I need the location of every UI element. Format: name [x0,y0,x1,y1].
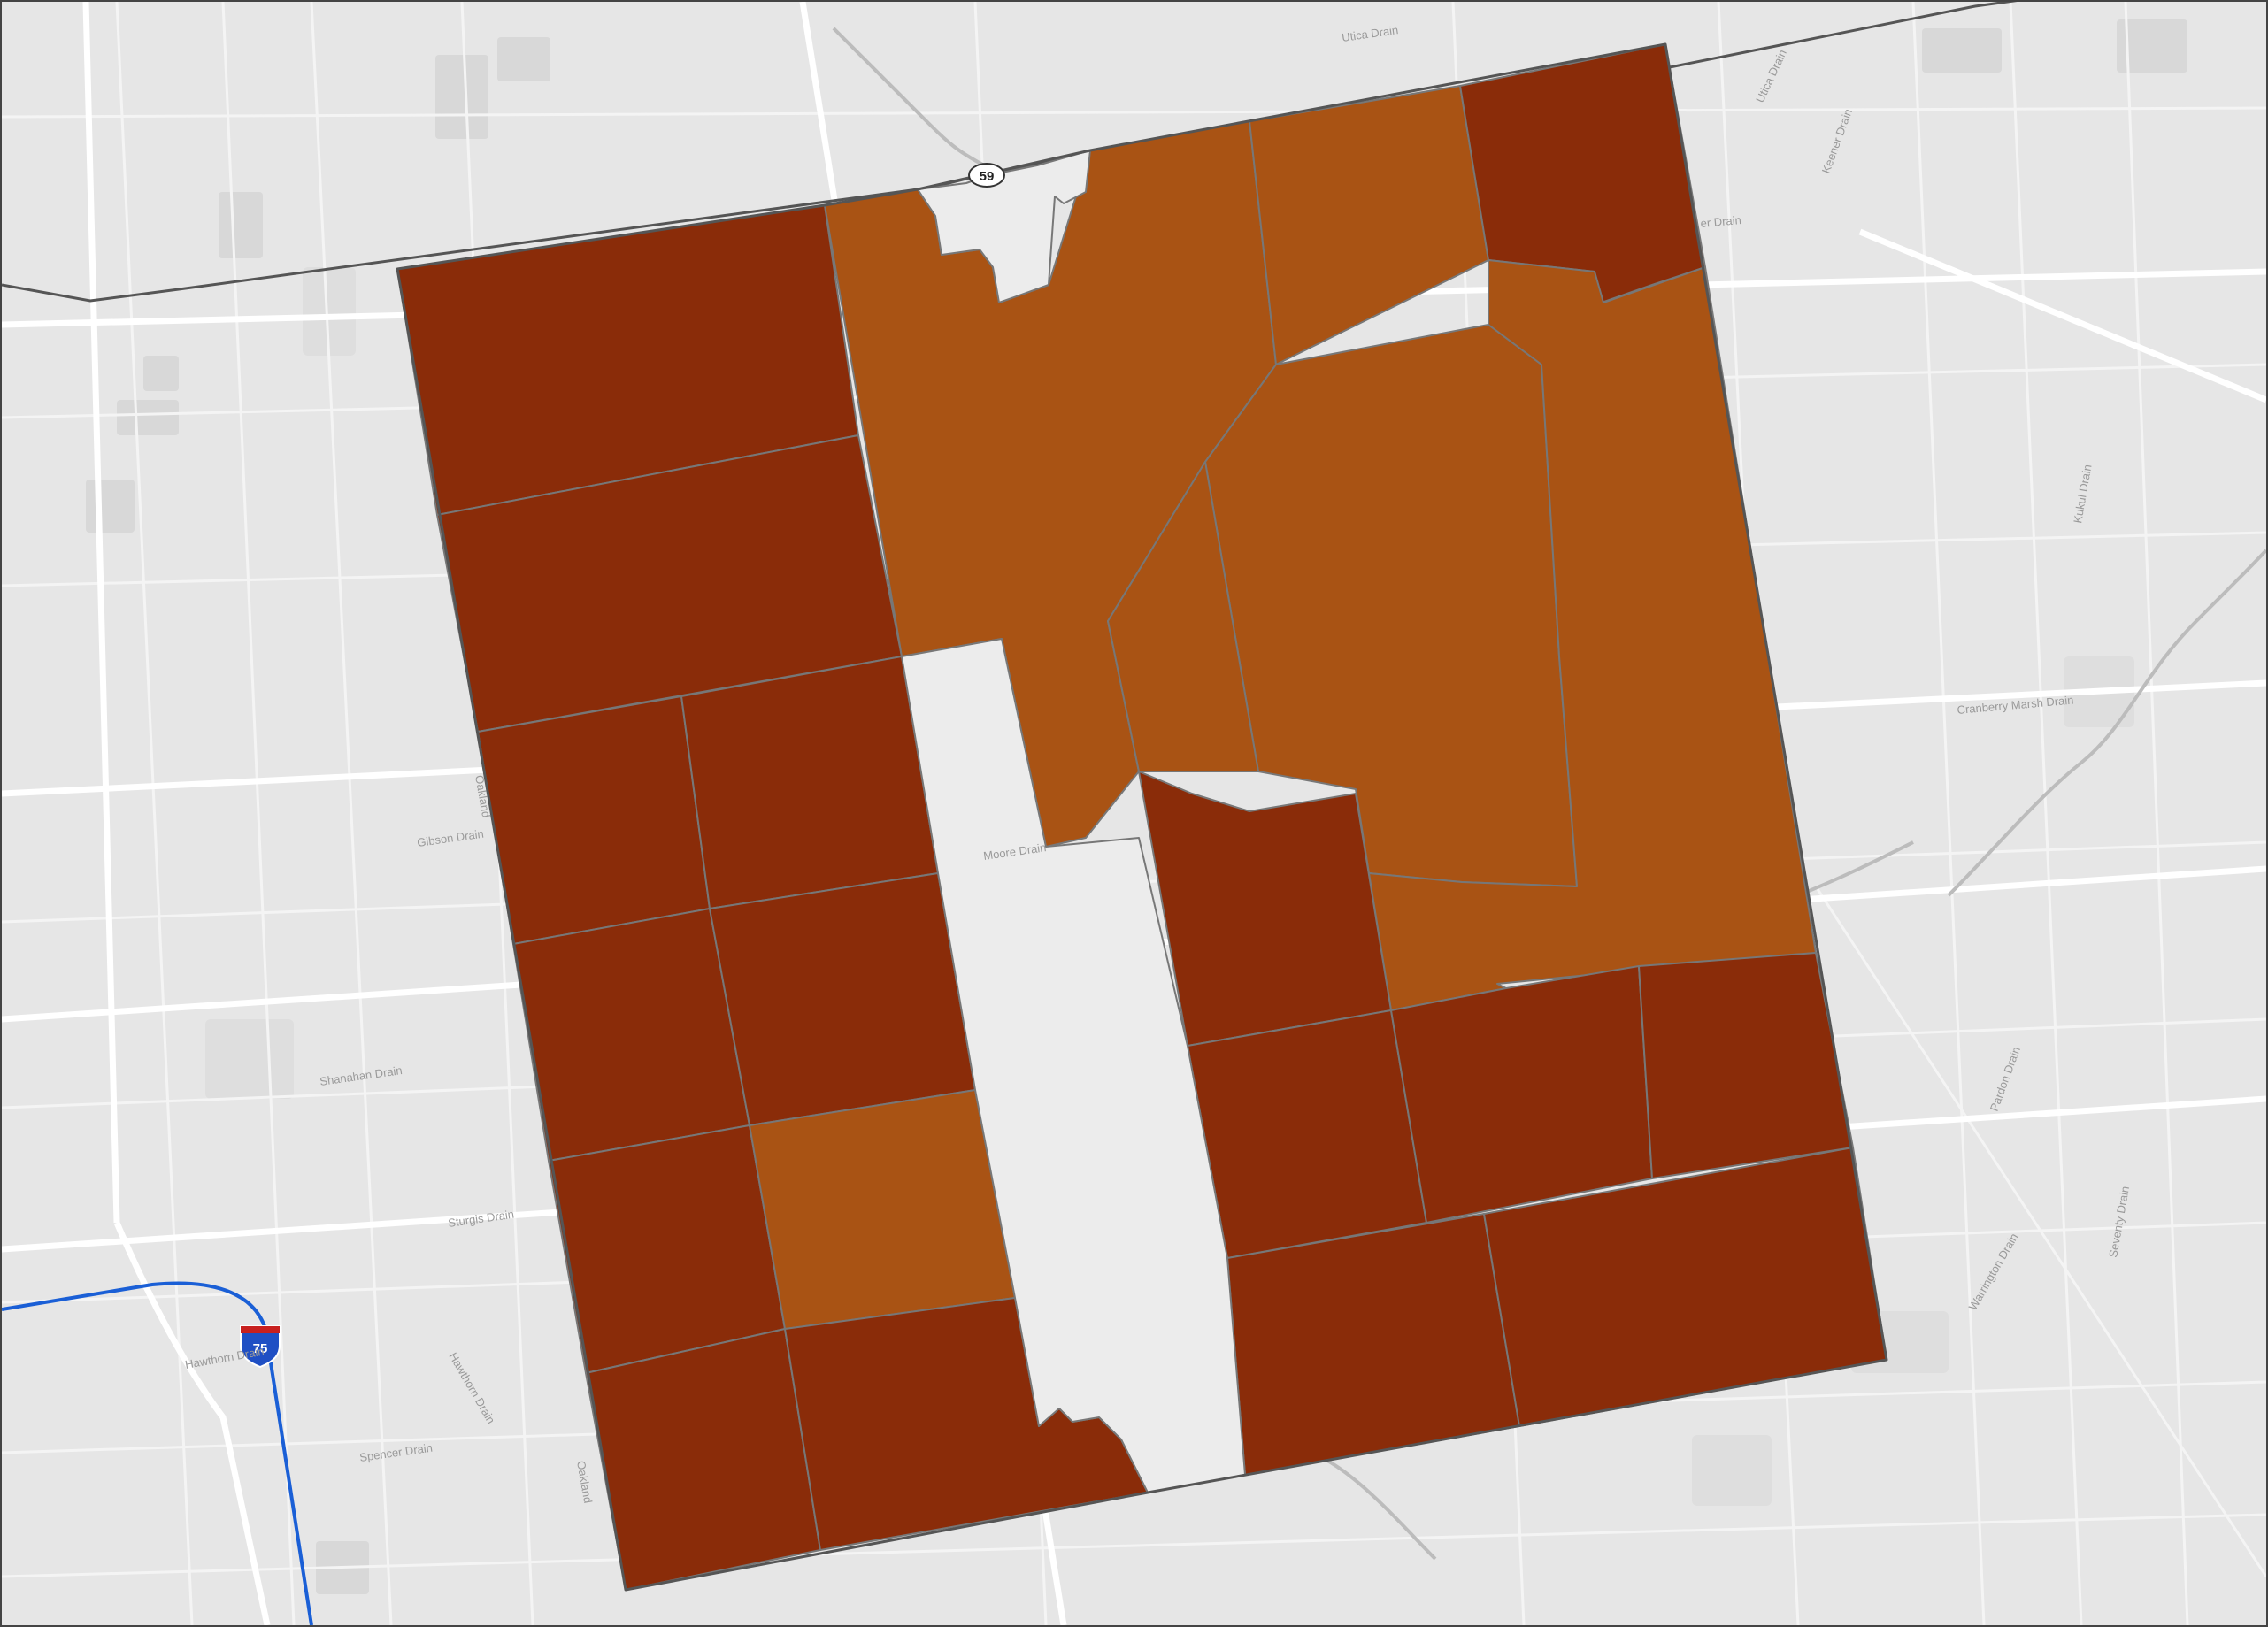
region-se-row1-b[interactable] [1390,965,1653,1224]
region-w-row6-a[interactable] [585,1328,821,1591]
drain-label-partial: er Drain [1700,213,1741,230]
region-nodata-strip[interactable] [901,638,1246,1493]
interstate-75 [2,1281,313,1625]
region-w-row5-b[interactable] [749,1089,1016,1330]
region-w-row3-a[interactable] [477,695,711,945]
choropleth-layer[interactable] [396,42,1888,1592]
region-w-row3-b[interactable] [680,656,939,909]
region-se-row1-a[interactable] [1187,1009,1427,1259]
interstate-75-shield-label: 75 [253,1341,268,1356]
region-se-row1-c[interactable] [1638,952,1854,1179]
study-area-boundary [396,42,1888,1592]
route-59-shield-label: 59 [980,169,995,184]
region-w-row4-a[interactable] [512,908,750,1162]
region-w-row4-b[interactable] [709,872,976,1126]
route-59-shield: 59 [968,163,1005,188]
region-nodata-north-notch[interactable] [917,150,1091,303]
region-east-strip[interactable] [1107,461,1259,772]
interstate-75-shield: 75 [240,1325,281,1369]
